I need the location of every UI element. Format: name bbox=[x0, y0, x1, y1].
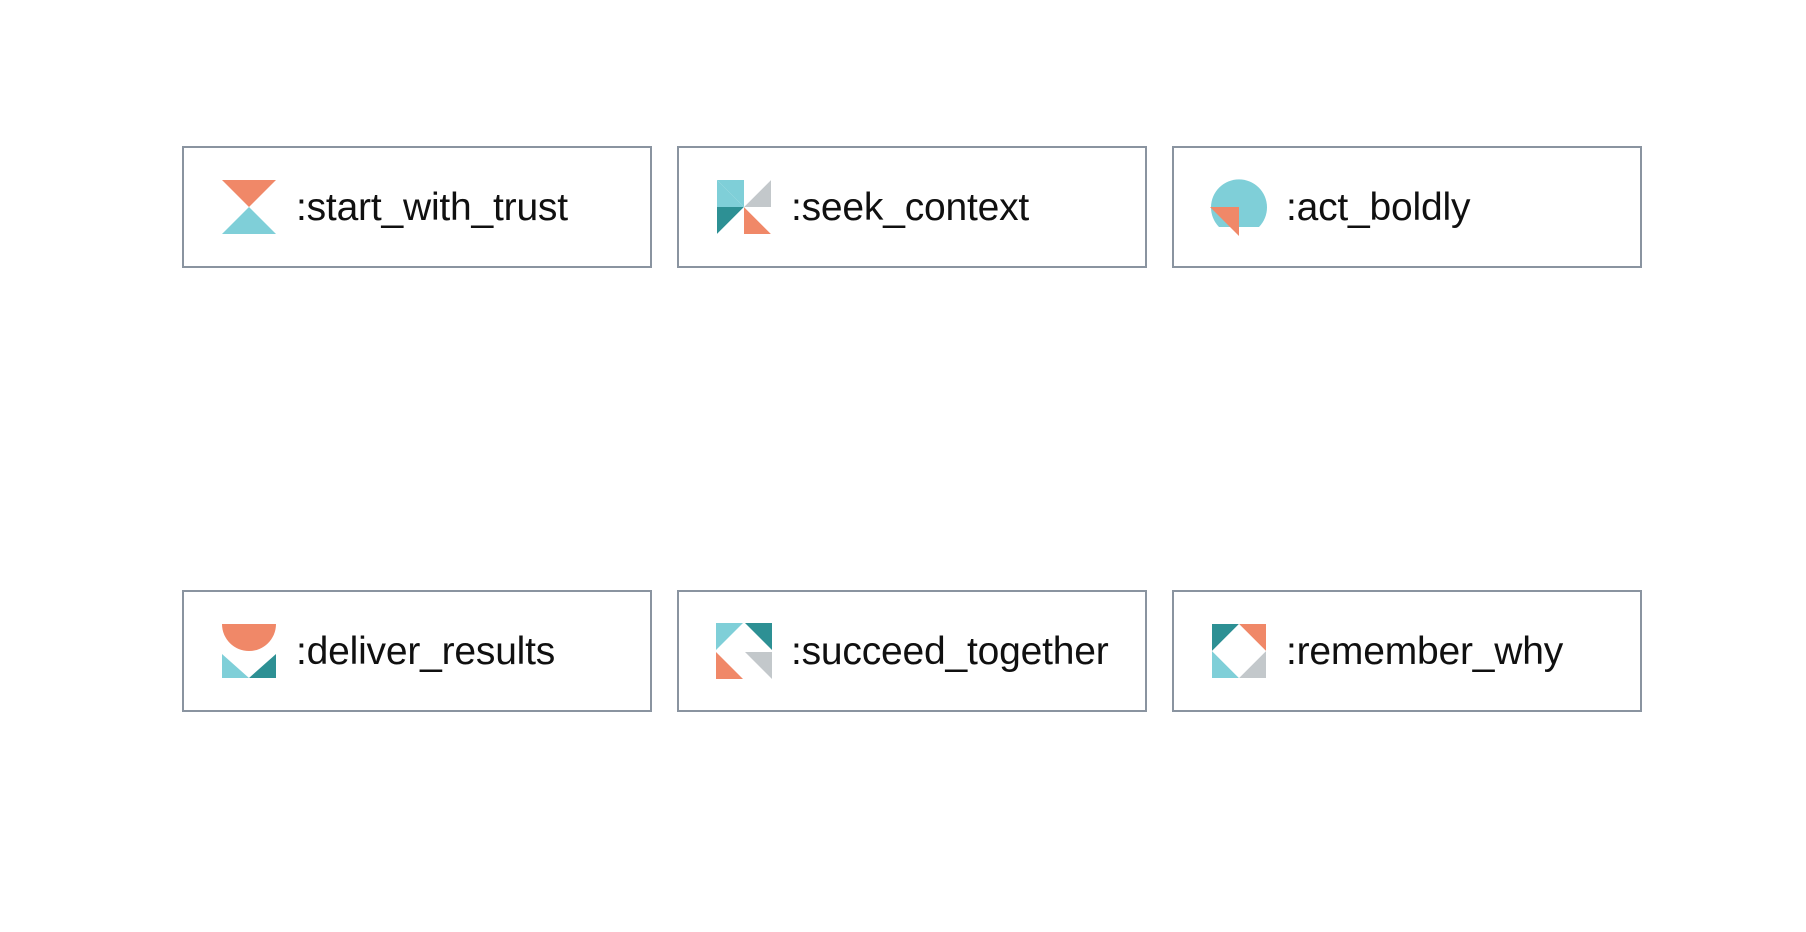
pinwheel-icon bbox=[717, 180, 771, 234]
value-label: :deliver_results bbox=[296, 629, 556, 673]
values-grid: :start_with_trust :seek_context bbox=[182, 146, 1642, 712]
value-label: :succeed_together bbox=[791, 629, 1109, 673]
value-card-seek-context[interactable]: :seek_context bbox=[677, 146, 1147, 268]
hourglass-icon bbox=[222, 180, 276, 234]
values-row-1: :start_with_trust :seek_context bbox=[182, 146, 1642, 268]
value-label: :act_boldly bbox=[1286, 185, 1471, 229]
value-card-deliver-results[interactable]: :deliver_results bbox=[182, 590, 652, 712]
value-label: :start_with_trust bbox=[296, 185, 568, 229]
semicircle-arrow-icon bbox=[1210, 179, 1267, 236]
values-row-2: :deliver_results :succeed_together bbox=[182, 590, 1642, 712]
value-card-act-boldly[interactable]: :act_boldly bbox=[1172, 146, 1642, 268]
value-label: :seek_context bbox=[791, 185, 1030, 229]
cup-chevron-icon bbox=[222, 624, 276, 678]
value-card-start-with-trust[interactable]: :start_with_trust bbox=[182, 146, 652, 268]
diamond-frame-icon bbox=[1212, 624, 1266, 678]
quad-triangles-icon bbox=[716, 623, 772, 679]
row-gap bbox=[182, 268, 1642, 590]
value-card-remember-why[interactable]: :remember_why bbox=[1172, 590, 1642, 712]
value-label: :remember_why bbox=[1286, 629, 1563, 673]
value-card-succeed-together[interactable]: :succeed_together bbox=[677, 590, 1147, 712]
